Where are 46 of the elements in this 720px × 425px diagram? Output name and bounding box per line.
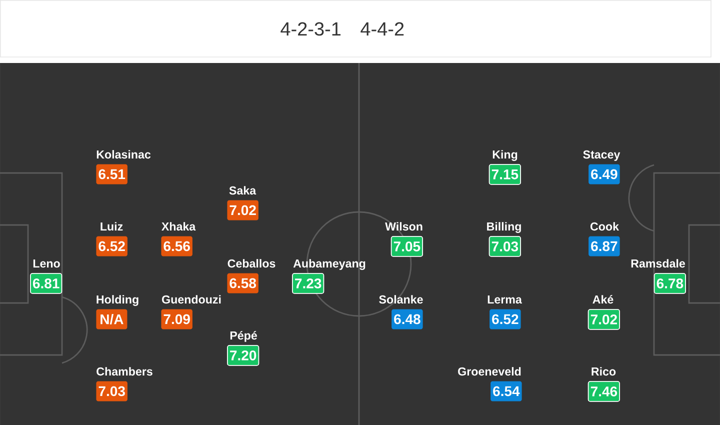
rating-badge: 7.03 [488, 236, 521, 257]
formation-label: 4-2-3-1 [280, 22, 340, 36]
rating-badge: 7.46 [588, 381, 620, 402]
player-name: Groeneveld [458, 367, 521, 376]
player-name: Lerma [488, 296, 522, 304]
rating-badge: 6.49 [588, 164, 620, 184]
player-name: Guendouzi [162, 295, 221, 304]
rating-badge: 6.58 [227, 273, 258, 294]
player-name: Aubameyang [293, 259, 366, 270]
player-name: King [492, 150, 518, 161]
rating-badge: 6.52 [490, 309, 521, 330]
player-name: Billing [487, 222, 521, 233]
player-name: Chambers [96, 367, 152, 376]
player-name: Pépé [230, 330, 257, 342]
formation-label: 4-4-2 [360, 22, 404, 36]
player-name: Wilson [385, 222, 422, 231]
player-name: Xhaka [162, 222, 196, 231]
player-name: Saka [229, 186, 256, 195]
rating-badge: 7.02 [227, 200, 258, 220]
player-name: Kolasinac [96, 150, 151, 159]
player-name: Rico [592, 367, 616, 376]
player-name: Holding [96, 295, 138, 306]
rating-badge: 7.09 [161, 309, 192, 330]
player-name: Ceballos [228, 259, 276, 268]
rating-badge: 7.23 [292, 273, 324, 294]
player-name: Solanke [379, 295, 423, 304]
rating-badge: 7.03 [96, 381, 128, 402]
rating-badge: 6.52 [96, 236, 128, 256]
rating-badge: 6.78 [654, 273, 686, 294]
rating-badge: 7.05 [390, 236, 423, 257]
rating-badge: 6.81 [30, 273, 62, 294]
rating-badge: 7.15 [488, 164, 521, 185]
rating-badge: 6.48 [392, 309, 423, 330]
rating-badge: 7.02 [588, 309, 620, 330]
player-name: Stacey [583, 150, 620, 161]
player-name: Aké [592, 294, 614, 304]
player-name: Leno [33, 260, 60, 268]
rating-badge: 7.20 [227, 345, 260, 366]
player-name: Ramsdale [631, 259, 685, 268]
player-name: Luiz [100, 222, 123, 231]
rating-badge: 6.51 [96, 164, 128, 184]
rating-badge: 6.56 [161, 236, 192, 256]
rating-badge: 6.54 [490, 381, 522, 402]
rating-badge: N/A [96, 309, 128, 330]
rating-badge: 6.87 [588, 236, 620, 256]
player-name: Cook [590, 222, 619, 231]
